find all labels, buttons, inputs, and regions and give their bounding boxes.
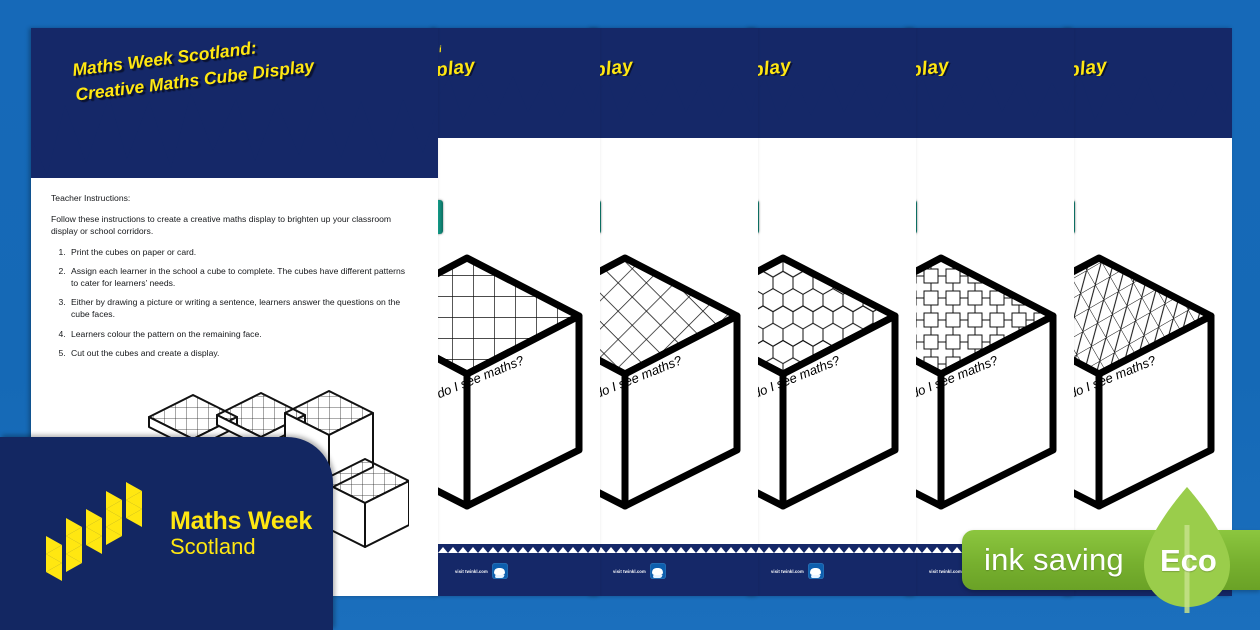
- eco-label: Eco: [1160, 543, 1217, 578]
- cube-net-drawing-2: re do I see maths?: [591, 254, 741, 510]
- instruction-step: Cut out the cubes and create a display.: [68, 347, 413, 359]
- zigzag-edge-1: [433, 76, 600, 120]
- page-footer-band-2: visit twinkl.com: [591, 544, 758, 596]
- page-header-band-3: i play: [749, 28, 916, 138]
- instructions-heading: Teacher Instructions:: [51, 193, 131, 203]
- zigzag-edge-4: [907, 76, 1074, 120]
- visit-twinkl-label-3: visit twinkl.com: [771, 568, 804, 574]
- footer-zigzag-1: [433, 547, 600, 553]
- brand-line-1: Maths Week: [170, 507, 313, 535]
- twinkl-logo-2[interactable]: [649, 563, 666, 579]
- maths-week-scotland-badge[interactable]: Maths Week Scotland: [0, 437, 333, 630]
- footer-brand-2[interactable]: visit twinkl.com: [613, 563, 666, 579]
- zigzag-edge-2: [591, 76, 758, 120]
- cube-net-drawing-3: re do I see maths?: [749, 254, 899, 510]
- page-header-band-1: i play: [433, 28, 600, 138]
- footer-brand-3[interactable]: visit twinkl.com: [771, 563, 824, 579]
- brand-line-2: Scotland: [170, 534, 256, 559]
- page-title-overflow-1: i: [438, 43, 445, 55]
- visit-twinkl-label-4: visit twinkl.com: [929, 568, 962, 574]
- instructions-lede: Follow these instructions to create a cr…: [51, 214, 392, 237]
- page-header-band-4: i play: [907, 28, 1074, 138]
- preview-page-1[interactable]: i play re do I see maths? visit twinkl: [433, 28, 600, 596]
- cover-header-band: Maths Week Scotland: Creative Maths Cube…: [31, 28, 438, 178]
- zigzag-edge-3: [749, 76, 916, 120]
- twinkl-logo-3[interactable]: [807, 563, 824, 579]
- preview-page-3[interactable]: i play re do I see maths?: [749, 28, 916, 596]
- instruction-step: Assign each learner in the school a cube…: [68, 265, 413, 289]
- page-footer-band-1: visit twinkl.com: [433, 544, 600, 596]
- instruction-step: Either by drawing a picture or writing a…: [68, 296, 413, 320]
- zigzag-edge-5: [1065, 76, 1232, 120]
- page-footer-band-3: visit twinkl.com: [749, 544, 916, 596]
- visit-twinkl-label-1: visit twinkl.com: [455, 568, 488, 574]
- footer-zigzag-2: [591, 547, 758, 553]
- instruction-step: Print the cubes on paper or card.: [68, 246, 413, 258]
- preview-page-4[interactable]: i play re do I see maths? visit twinkl: [907, 28, 1074, 596]
- footer-brand-1[interactable]: visit twinkl.com: [455, 563, 508, 579]
- teacher-instructions: Teacher Instructions: Follow these instr…: [51, 192, 413, 366]
- maths-week-scotland-wordmark: Maths Week Scotland: [170, 509, 312, 558]
- footer-zigzag-3: [749, 547, 916, 553]
- footer-zigzag-4: [907, 547, 1074, 553]
- maths-week-scotland-triangle-mark: [46, 481, 142, 581]
- leaf-icon: [1144, 487, 1230, 613]
- cube-net-drawing-4: re do I see maths?: [907, 254, 1057, 510]
- cube-net-drawing-1: re do I see maths?: [433, 254, 583, 510]
- twinkl-logo-1[interactable]: [491, 563, 508, 579]
- instruction-step: Learners colour the pattern on the remai…: [68, 328, 413, 340]
- cover-zigzag-edge: [31, 63, 438, 175]
- page-header-band-5: i play: [1065, 28, 1232, 138]
- ink-saving-label: ink saving: [984, 542, 1124, 577]
- page-header-band-2: i play: [591, 28, 758, 138]
- visit-twinkl-label-2: visit twinkl.com: [613, 568, 646, 574]
- page-tab-marker-1[interactable]: [434, 200, 443, 234]
- preview-page-2[interactable]: i play re do I see maths? visit twinkl: [591, 28, 758, 596]
- instructions-step-list: Print the cubes on paper or card. Assign…: [51, 246, 413, 359]
